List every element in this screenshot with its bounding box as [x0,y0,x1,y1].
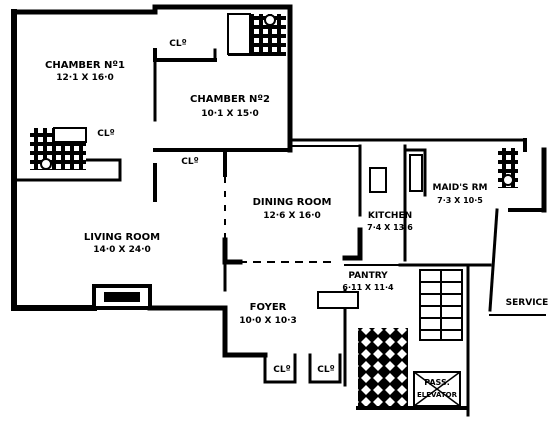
foyer-size: 10·0 X 10·3 [239,316,297,326]
pantry-counter [317,291,359,309]
kitchen-size: 7·4 X 13·6 [367,223,413,232]
dining-room-size: 12·6 X 16·0 [263,211,321,221]
chamber-2-name: CHAMBER Nº2 [190,94,270,105]
elevator-shaft [413,371,461,407]
dining-room-name: DINING ROOM [253,197,332,208]
toilet-icon-3 [502,174,514,186]
room-labels: CHAMBER Nº1 12·1 X 16·0 CHAMBER Nº2 10·1… [45,39,548,399]
pass-elevator-line2: ELEVATOR [417,391,458,399]
closet-label: CLº [317,365,334,375]
sink-icon [409,154,423,192]
chamber-1-size: 12·1 X 16·0 [56,73,114,83]
living-room-name: LIVING ROOM [84,232,160,243]
pantry-size: 6·11 X 11·4 [342,283,394,292]
living-room-size: 14·0 X 24·0 [93,245,151,255]
walls [11,4,547,417]
maids-room-name: MAID'S RM [433,183,488,193]
pass-elevator-line1: PASS. [424,378,450,387]
chamber-2-size: 10·1 X 15·0 [201,109,259,119]
closet-label: CLº [97,129,114,139]
service-label: SERVICE [506,298,549,308]
vestibule-tile-floor [358,328,408,406]
kitchen-name: KITCHEN [368,211,412,221]
pantry-name: PANTRY [348,271,388,281]
chamber-1-name: CHAMBER Nº1 [45,60,125,71]
bathtub-icon [53,127,87,143]
closet-label: CLº [181,157,198,167]
fixtures [30,13,518,410]
closet-label: CLº [273,365,290,375]
toilet-icon [40,158,52,170]
foyer-name: FOYER [250,302,287,313]
fireplace-hearth [104,292,140,302]
toilet-icon-2 [264,14,276,26]
elevator-cross-2 [413,371,461,407]
closet-label: CLº [169,39,186,49]
stove-icon [369,167,387,193]
stair-icon [419,269,463,341]
maids-room-size: 7·3 X 10·5 [437,196,483,205]
bathtub-icon-2 [227,13,251,55]
